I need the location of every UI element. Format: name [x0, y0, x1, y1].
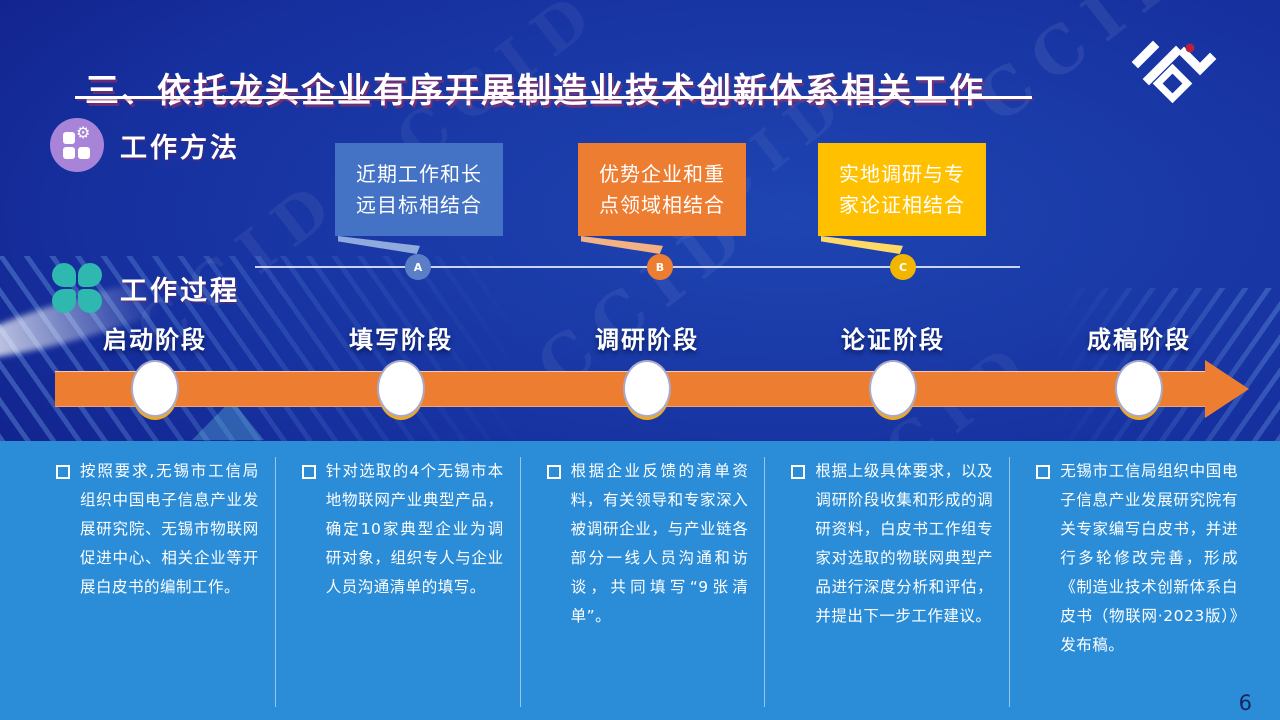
grid-gear-icon: ⚙ — [50, 118, 104, 172]
timeline-marker-a: A — [405, 254, 431, 280]
stage-label-2: 填写阶段 — [349, 326, 453, 354]
section-process-header: 工作过程 — [50, 261, 240, 315]
square-bullet — [546, 465, 561, 479]
section-process-label: 工作过程 — [120, 275, 240, 307]
callout-pointer-c — [821, 236, 903, 254]
stage-node-1 — [131, 360, 179, 417]
diagonal-stripes-left — [0, 256, 600, 442]
stage-node-3 — [623, 360, 671, 417]
stage-node-2 — [377, 360, 425, 417]
callout-pointer-a — [338, 236, 420, 254]
clover-icon — [50, 261, 104, 315]
stage-description-1: 按照要求,无锡市工信局组织中国电子信息产业发展研究院、无锡市物联网促进中心、相关… — [30, 457, 275, 707]
stage-node-4 — [869, 360, 917, 417]
square-bullet — [791, 465, 806, 479]
callout-method-a: 近期工作和长远目标相结合 — [335, 143, 503, 236]
stage-description-text: 无锡市工信局组织中国电子信息产业发展研究院有关专家编写白皮书，并进行多轮修改完善… — [1060, 462, 1238, 654]
stage-description-5: 无锡市工信局组织中国电子信息产业发展研究院有关专家编写白皮书，并进行多轮修改完善… — [1009, 457, 1254, 707]
square-bullet — [1036, 465, 1051, 479]
page-number: 6 — [1238, 691, 1252, 715]
stage-description-4: 根据上级具体要求，以及调研阶段收集和形成的调研资料，白皮书工作组专家对选取的物联… — [764, 457, 1009, 707]
stage-label-3: 调研阶段 — [595, 326, 699, 354]
callout-pointer-b — [581, 236, 663, 254]
stage-label-4: 论证阶段 — [841, 326, 945, 354]
stage-description-text: 根据企业反馈的清单资料，有关领导和专家深入被调研企业，与产业链各部分一线人员沟通… — [570, 462, 749, 625]
stage-description-text: 按照要求,无锡市工信局组织中国电子信息产业发展研究院、无锡市物联网促进中心、相关… — [80, 462, 259, 596]
stage-description-text: 针对选取的4个无锡市本地物联网产业典型产品，确定10家典型企业为调研对象，组织专… — [325, 462, 504, 596]
page-title: 三、依托龙头企业有序开展制造业技术创新体系相关工作 — [85, 70, 985, 111]
callout-method-b: 优势企业和重点领域相结合 — [578, 143, 746, 236]
square-bullet — [56, 465, 70, 479]
process-arrow-head — [1205, 360, 1249, 418]
section-methods-label: 工作方法 — [120, 132, 240, 164]
timeline-marker-c: C — [890, 254, 916, 280]
stage-description-3: 根据企业反馈的清单资料，有关领导和专家深入被调研企业，与产业链各部分一线人员沟通… — [519, 457, 765, 707]
stage-label-1: 启动阶段 — [103, 326, 207, 354]
stage-node-5 — [1115, 360, 1163, 417]
stage-description-2: 针对选取的4个无锡市本地物联网产业典型产品，确定10家典型企业为调研对象，组织专… — [274, 457, 520, 707]
stage-description-text: 根据上级具体要求，以及调研阶段收集和形成的调研资料，白皮书工作组专家对选取的物联… — [815, 462, 994, 625]
callout-method-c: 实地调研与专家论证相结合 — [818, 143, 986, 236]
stage-descriptions-panel: 按照要求,无锡市工信局组织中国电子信息产业发展研究院、无锡市物联网促进中心、相关… — [0, 441, 1280, 720]
timeline-marker-b: B — [647, 254, 673, 280]
ccid-diamond-logo-icon — [1126, 22, 1220, 116]
methods-timeline-line — [255, 266, 1020, 268]
section-methods-header: ⚙ 工作方法 — [50, 118, 240, 172]
title-underline — [75, 96, 1032, 99]
square-bullet — [301, 465, 316, 479]
stage-label-5: 成稿阶段 — [1087, 326, 1191, 354]
